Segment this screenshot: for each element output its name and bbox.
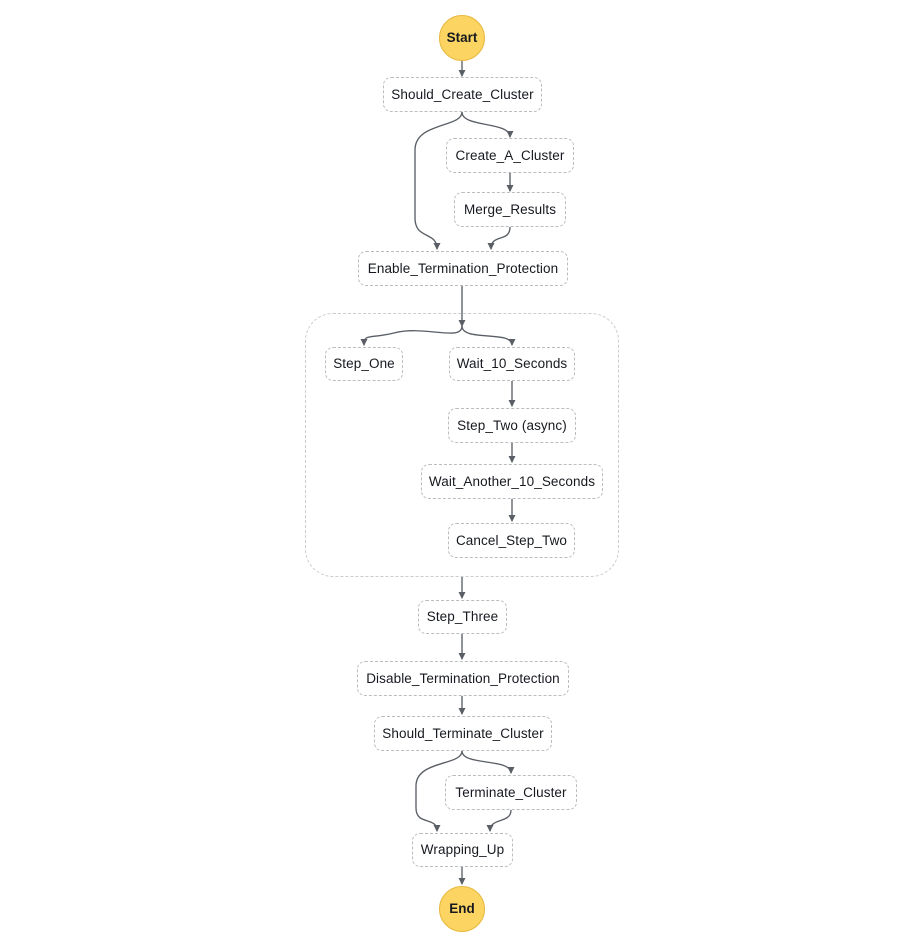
node-step-three[interactable]: Step_Three bbox=[418, 600, 507, 634]
node-label: Step_Two (async) bbox=[457, 417, 567, 433]
node-label: Wait_Another_10_Seconds bbox=[428, 473, 596, 489]
node-label: Should_Create_Cluster bbox=[391, 86, 534, 102]
node-merge-results[interactable]: Merge_Results bbox=[454, 192, 566, 227]
node-label: Cancel_Step_Two bbox=[455, 532, 568, 548]
node-label: Step_Three bbox=[426, 609, 499, 625]
node-label: Disable_Termination_Protection bbox=[366, 670, 560, 686]
end-node[interactable]: End bbox=[439, 886, 485, 932]
parallel-branch-group bbox=[305, 313, 619, 577]
node-disable-termination-protection[interactable]: Disable_Termination_Protection bbox=[357, 661, 569, 696]
node-label: Create_A_Cluster bbox=[455, 147, 565, 163]
node-label: Should_Terminate_Cluster bbox=[382, 725, 544, 741]
node-should-create-cluster[interactable]: Should_Create_Cluster bbox=[383, 77, 542, 112]
node-cancel-step-two[interactable]: Cancel_Step_Two bbox=[448, 523, 575, 558]
edge-should-terminate-cluster-to-terminate-cluster bbox=[461, 750, 515, 775]
node-label: Enable_Termination_Protection bbox=[367, 260, 559, 276]
edge-merge-results-to-enable-termination-protection bbox=[487, 226, 511, 251]
node-step-two-async[interactable]: Step_Two (async) bbox=[448, 408, 576, 443]
node-label: Wait_10_Seconds bbox=[456, 356, 568, 372]
edge-terminate-cluster-to-wrapping-up bbox=[486, 809, 512, 833]
start-node[interactable]: Start bbox=[439, 15, 485, 61]
edge-should-create-cluster-to-create-a-cluster bbox=[461, 111, 514, 139]
node-label: Wrapping_Up bbox=[420, 842, 505, 858]
node-enable-termination-protection[interactable]: Enable_Termination_Protection bbox=[358, 251, 568, 286]
node-create-a-cluster[interactable]: Create_A_Cluster bbox=[446, 138, 574, 173]
node-label: Step_One bbox=[333, 356, 395, 372]
node-step-one[interactable]: Step_One bbox=[325, 347, 403, 381]
edge-should-create-cluster-to-enable-termination-protection bbox=[414, 111, 463, 251]
node-label: Merge_Results bbox=[463, 201, 557, 217]
node-wrapping-up[interactable]: Wrapping_Up bbox=[412, 833, 513, 867]
node-terminate-cluster[interactable]: Terminate_Cluster bbox=[445, 775, 577, 810]
node-wait-10-seconds[interactable]: Wait_10_Seconds bbox=[449, 347, 575, 381]
node-wait-another-10-seconds[interactable]: Wait_Another_10_Seconds bbox=[421, 464, 603, 499]
end-node-label: End bbox=[449, 901, 475, 917]
start-node-label: Start bbox=[446, 30, 478, 46]
node-should-terminate-cluster[interactable]: Should_Terminate_Cluster bbox=[374, 716, 552, 751]
node-label: Terminate_Cluster bbox=[455, 784, 567, 800]
